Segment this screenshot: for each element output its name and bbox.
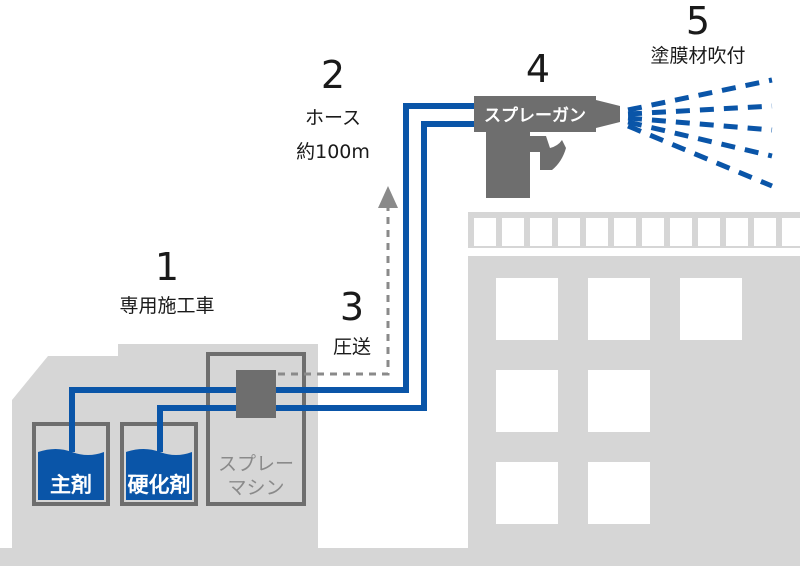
ground — [0, 548, 800, 566]
gun-trigger — [530, 136, 566, 170]
building-windows — [496, 278, 742, 524]
step-5-number: 5 — [686, 0, 710, 43]
hose-main-feed — [69, 387, 236, 452]
liquid-main — [38, 449, 104, 500]
spray-machine — [206, 352, 306, 506]
pressure-arrow — [278, 186, 398, 376]
building — [468, 212, 800, 552]
step-3-number: 3 — [340, 285, 364, 329]
truck — [12, 344, 318, 562]
spray-machine-label-line2: マシン — [227, 477, 284, 499]
spray-gun — [474, 96, 620, 198]
step-4-number: 4 — [526, 47, 550, 91]
step-2-label-line2: 約100m — [296, 141, 370, 163]
hose-hardener-feed — [157, 405, 236, 452]
pump-box — [236, 370, 276, 418]
step-4-label: スプレーガン — [484, 105, 586, 126]
step-5-label: 塗膜材吹付 — [650, 44, 745, 67]
tank-hardener-label: 硬化剤 — [128, 473, 191, 497]
parapet-slits — [474, 218, 800, 246]
step-3-label: 圧送 — [333, 336, 371, 358]
spray-pattern — [627, 77, 773, 189]
spray-machine-label-line1: スプレー — [218, 453, 294, 475]
step-1-label: 専用施工車 — [119, 295, 214, 317]
step-2-number: 2 — [321, 53, 345, 97]
gun-nozzle — [596, 100, 620, 128]
hoses — [69, 103, 476, 452]
arrow-head — [378, 186, 398, 208]
gun-handle — [486, 132, 530, 198]
tank-main-label: 主剤 — [50, 473, 92, 497]
liquid-hardener — [126, 449, 192, 500]
step-2-label-line1: ホース — [305, 107, 361, 129]
step-1-number: 1 — [155, 245, 179, 289]
gun-barrel — [474, 96, 596, 132]
hose-inner — [276, 121, 476, 411]
hose-outer — [276, 103, 476, 393]
